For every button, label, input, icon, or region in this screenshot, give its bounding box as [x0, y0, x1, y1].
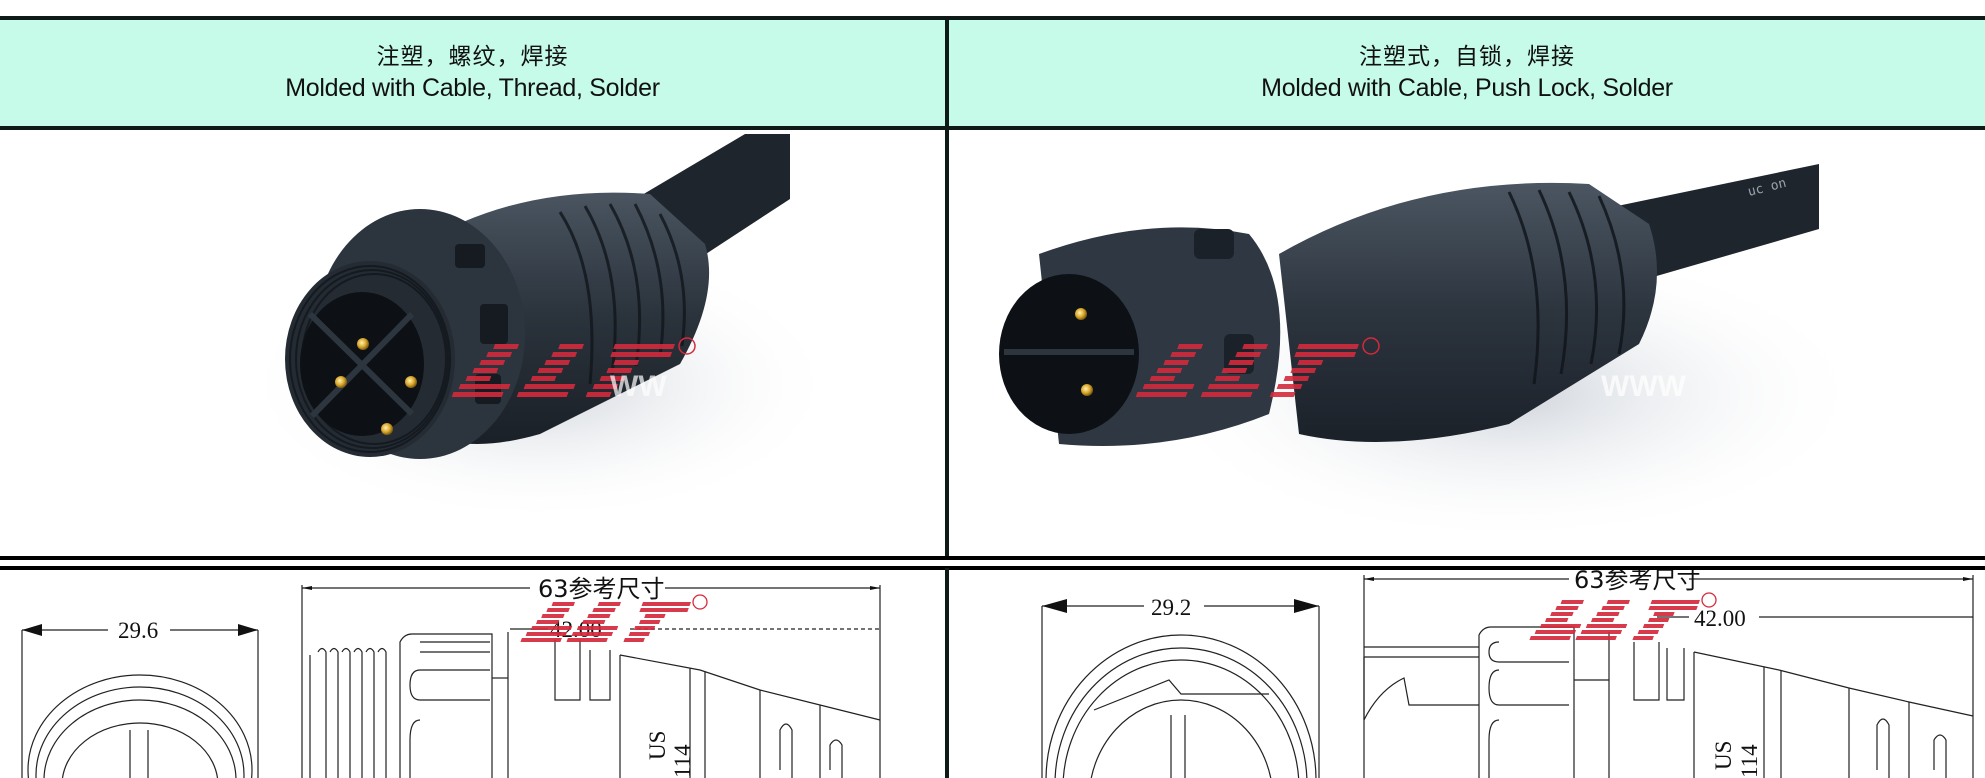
header-title-en: Molded with Cable, Push Lock, Solder — [1261, 74, 1673, 102]
dimension-drawing-icon: 29.2 63参考尺寸 42.00 US 114 — [1041, 570, 1974, 778]
connector-photo-icon: WW — [240, 134, 840, 524]
watermark-text: WWW — [1601, 370, 1687, 403]
llt-watermark-icon — [1135, 337, 1380, 397]
marking-text: US — [645, 731, 670, 760]
header-title-en: Molded with Cable, Thread, Solder — [285, 74, 660, 102]
body-length-label: 42.00 — [1694, 606, 1746, 631]
diameter-label: 29.2 — [1151, 595, 1191, 620]
row-divider — [0, 556, 1985, 560]
overall-length-label: 63参考尺寸 — [1574, 570, 1701, 594]
header-cell-push-lock: 注塑式，自锁，焊接 Molded with Cable, Push Lock, … — [949, 20, 1985, 126]
watermark-text: WW — [610, 370, 667, 403]
llt-watermark-icon — [451, 337, 696, 397]
diameter-label: 29.6 — [118, 618, 158, 643]
llt-watermark-icon — [1529, 592, 1717, 640]
marking-text: US — [1711, 741, 1736, 770]
product-photo-threaded: WW — [0, 134, 945, 554]
row-divider — [0, 566, 1985, 570]
product-photo-push-lock: uc on — [949, 134, 1985, 554]
header-title-zh: 注塑，螺纹，焊接 — [376, 44, 569, 70]
header-cell-threaded: 注塑，螺纹，焊接 Molded with Cable, Thread, Sold… — [0, 20, 945, 126]
marking-text: 114 — [670, 744, 695, 778]
technical-drawing-threaded: 29.6 63参考尺寸 42.00 US 114 — [0, 570, 945, 778]
dimension-drawing-icon: 29.6 63参考尺寸 42.00 US 114 — [21, 575, 881, 778]
header-row: 注塑，螺纹，焊接 Molded with Cable, Thread, Sold… — [0, 16, 1985, 130]
column-divider — [945, 16, 949, 560]
technical-drawing-push-lock: 29.2 63参考尺寸 42.00 US 114 — [949, 570, 1985, 778]
overall-length-label: 63参考尺寸 — [538, 575, 665, 603]
marking-text: 114 — [1737, 744, 1762, 778]
connector-photo-icon: uc on — [999, 164, 1869, 544]
header-title-zh: 注塑式，自锁，焊接 — [1359, 44, 1575, 70]
llt-watermark-icon — [520, 594, 708, 642]
column-divider — [945, 568, 949, 778]
